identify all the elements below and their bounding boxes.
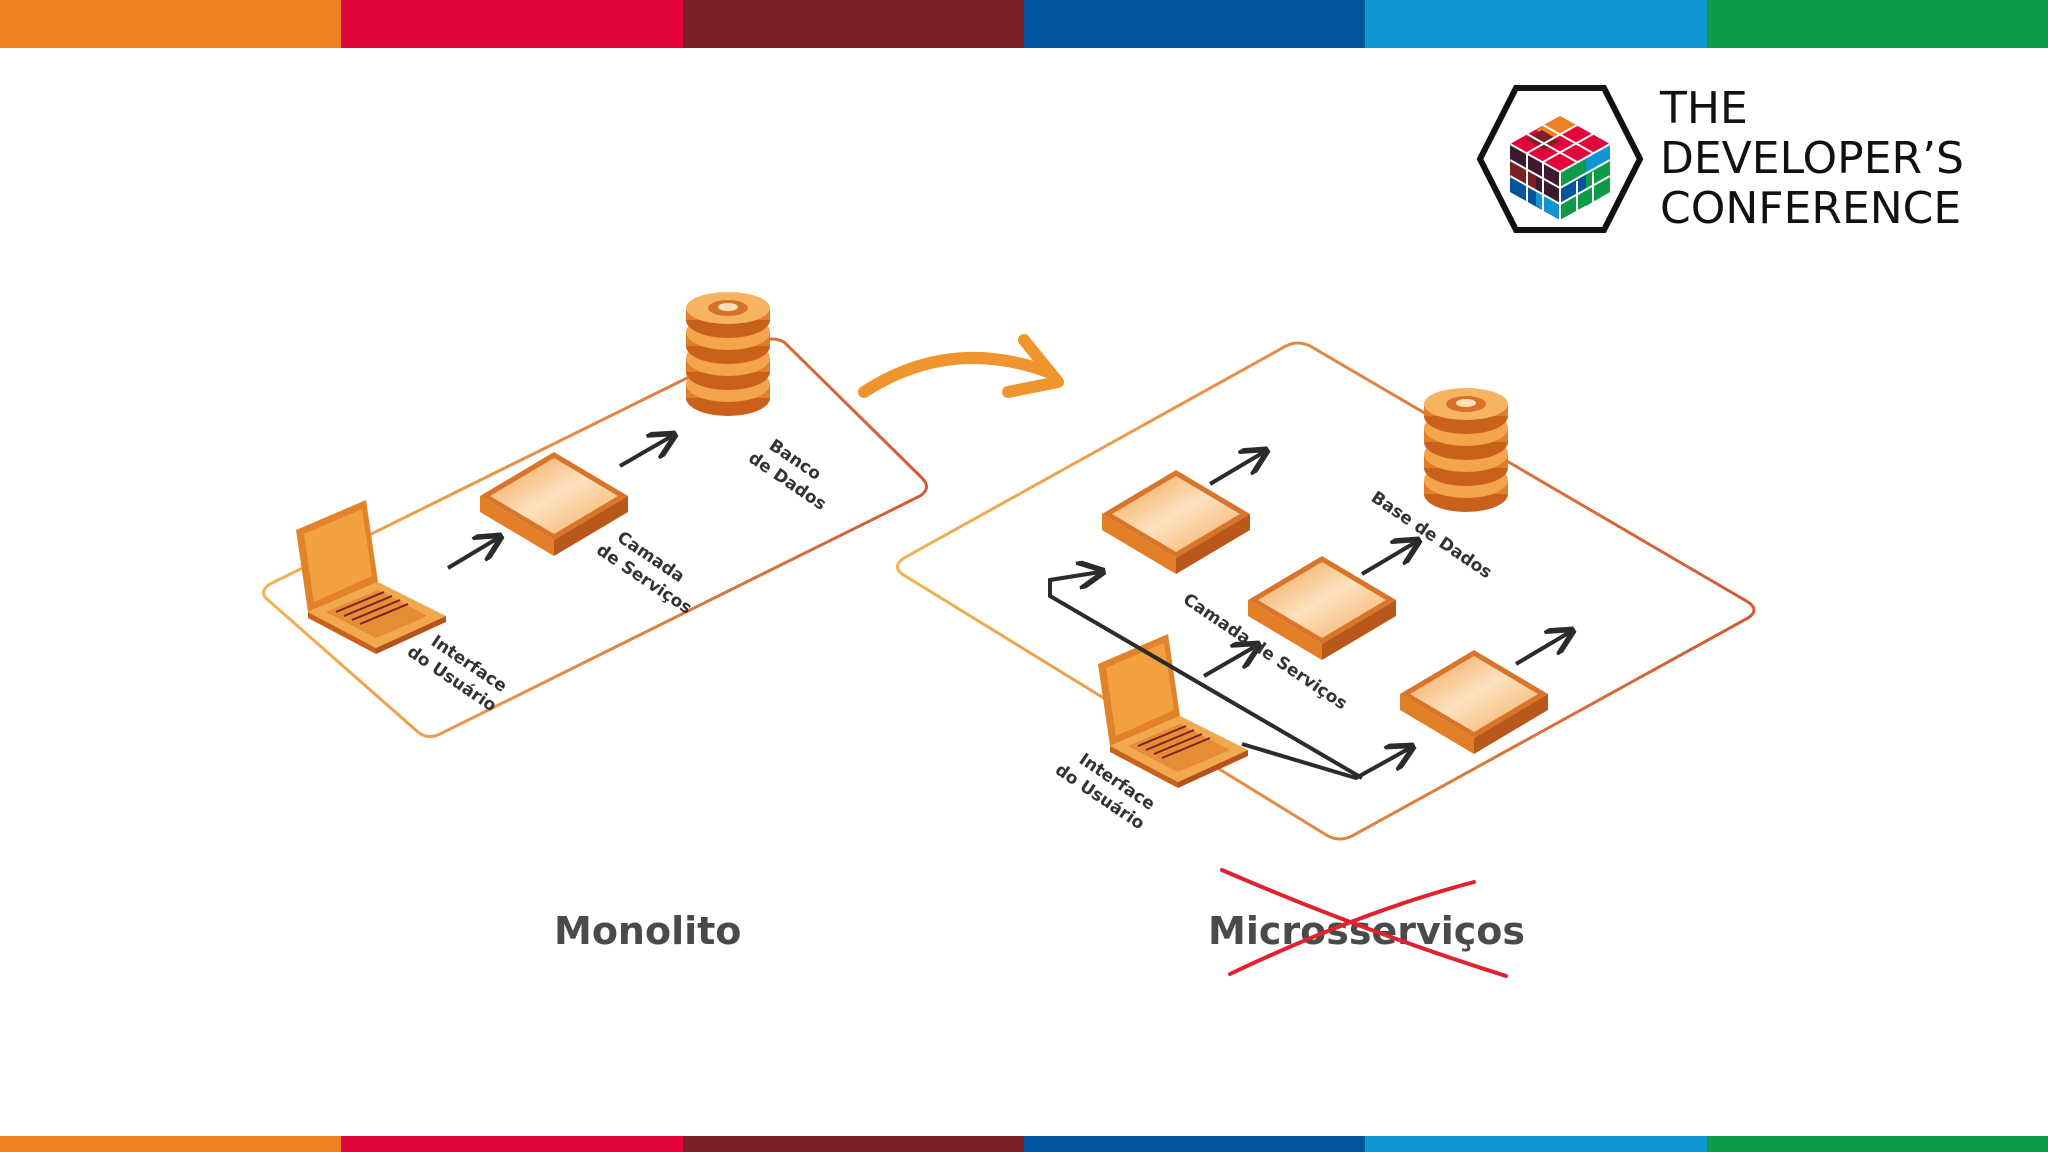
- monolith-service-label: Camada de Serviços: [593, 522, 708, 619]
- brand-wordmark: THE DEVELOPER’S CONFERENCE: [1660, 84, 1964, 234]
- monolith-db-label: Banco de Dados: [745, 430, 842, 515]
- micro-arrow-ui-to-service3: [1241, 742, 1410, 781]
- stripe-orange: [0, 1136, 342, 1152]
- stripe-light-blue: [1365, 1136, 1707, 1152]
- cross-out-mark-icon: [1220, 868, 1508, 978]
- stripe-green: [1706, 0, 2048, 48]
- brand-line-3: CONFERENCE: [1660, 183, 1962, 234]
- micro-laptop-icon: [1097, 633, 1249, 789]
- micro-arrow-service1-out: [1208, 452, 1264, 486]
- micro-service-box-1-icon: [1102, 470, 1250, 574]
- stripe-blue: [1023, 1136, 1366, 1152]
- micro-database-icon: [1424, 388, 1508, 512]
- transition-arrowhead-icon: [1002, 334, 1064, 398]
- tdc-cube-logo-icon: [1476, 85, 1644, 233]
- monolith-database-icon: [686, 292, 770, 416]
- stripe-orange: [0, 0, 342, 48]
- bottom-color-stripe: [0, 1136, 2048, 1152]
- microservices-frame: [896, 341, 1756, 841]
- micro-arrow-ui-to-service2: [1203, 646, 1256, 678]
- monolith-arrow-ui-to-service: [446, 538, 498, 570]
- stripe-red: [341, 0, 683, 48]
- monolith-caption: Monolito: [554, 909, 741, 953]
- brand-line-2: DEVELOPER’S: [1660, 133, 1964, 184]
- brand-line-1: THE: [1660, 83, 1748, 134]
- stripe-blue: [1023, 0, 1366, 48]
- stripe-green: [1706, 1136, 2048, 1152]
- stripe-red: [341, 1136, 683, 1152]
- micro-arrow-service2-to-db: [1360, 542, 1416, 576]
- monolith-frame: [262, 337, 928, 739]
- top-color-stripe: [0, 0, 2048, 48]
- micro-service-box-3-icon: [1400, 650, 1548, 754]
- monolith-arrow-service-to-db: [619, 436, 672, 468]
- monolith-laptop-icon: [295, 499, 447, 655]
- micro-arrow-service3-out: [1514, 632, 1570, 666]
- stripe-light-blue: [1365, 0, 1707, 48]
- transition-arrow-icon: [858, 351, 1054, 398]
- stripe-maroon: [682, 1136, 1024, 1152]
- stripe-maroon: [682, 0, 1024, 48]
- micro-arrow-ui-to-service1: [1048, 572, 1364, 780]
